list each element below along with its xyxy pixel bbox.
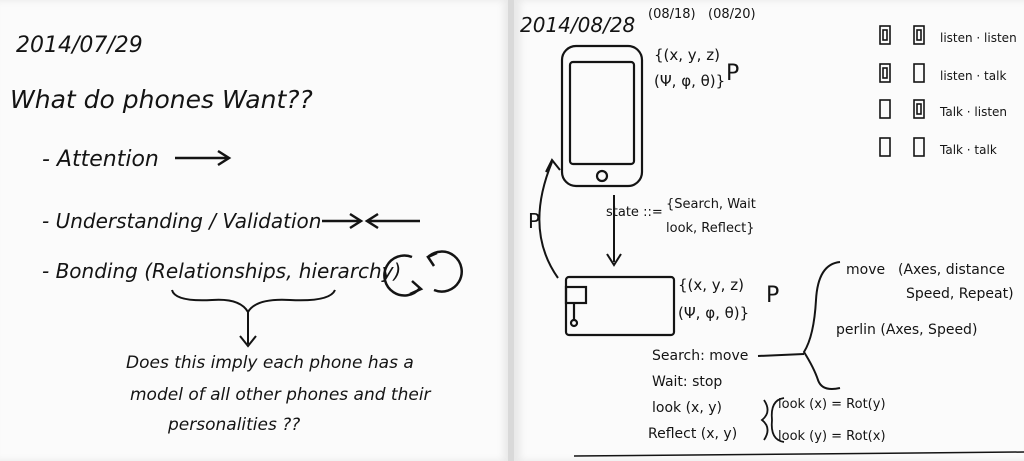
cycle-arrows-icon: [383, 250, 463, 297]
left-date: 2014/07/29: [16, 33, 143, 58]
question-line-3: personalities ??: [167, 415, 300, 435]
item-bonding: - Bonding (Relationships, hierarchy): [42, 259, 401, 283]
grid-label-2: listen · talk: [940, 69, 1006, 83]
state-label: state ::=: [606, 205, 663, 220]
question-line-2: model of all other phones and their: [130, 385, 432, 405]
question-line-1: Does this imply each phone has a: [126, 353, 414, 373]
page-bottom-line: [573, 451, 1024, 457]
state-values-line-1: {Search, Wait: [666, 197, 756, 212]
def-search: Search: move: [652, 348, 748, 364]
move-args-line-1: (Axes, distance: [898, 262, 1005, 278]
transition-symbol: P: [528, 209, 540, 233]
phone-flat-sketch: [564, 275, 676, 337]
underline-brace: [171, 289, 336, 348]
pose-top-orientation: (Ψ, φ, θ)}: [654, 72, 725, 90]
def-reflect: Reflect (x, y): [648, 426, 737, 442]
def-wait: Wait: stop: [652, 374, 722, 390]
def-look: look (x, y): [652, 400, 722, 416]
search-brace: [757, 261, 841, 390]
right-date: 2014/08/28: [520, 13, 635, 37]
state-values-line-2: look, Reflect}: [666, 221, 754, 236]
left-title: What do phones Want??: [10, 85, 313, 114]
phone-upright-sketch: [560, 44, 644, 188]
look-y-rule: look (y) = Rot(x): [778, 429, 886, 444]
item-attention: - Attention: [42, 147, 159, 172]
right-date-alt-2: (08/20): [708, 7, 756, 22]
arrow-right-icon: [175, 149, 232, 167]
left-notebook-page: 2014/07/29 What do phones Want?? - Atten…: [0, 0, 510, 461]
pose-bottom-orientation: (Ψ, φ, θ)}: [678, 304, 749, 322]
grid-label-4: Talk · talk: [939, 143, 997, 157]
right-date-alt-1: (08/18): [648, 7, 696, 22]
transition-arrows: [538, 158, 622, 279]
state-grid: [879, 25, 925, 157]
notebook-gutter: [508, 0, 516, 461]
right-page-drawing: 2014/08/28 (08/18) (08/20) {(x, y, z) (Ψ…: [520, 7, 1024, 457]
look-x-rule: look (x) = Rot(y): [778, 397, 886, 412]
pose-top-position: {(x, y, z): [654, 46, 720, 64]
grid-label-3: Talk · listen: [939, 105, 1007, 119]
move-args-line-2: Speed, Repeat): [906, 286, 1014, 302]
move-label: move: [846, 262, 885, 278]
item-understanding: - Understanding / Validation: [42, 209, 321, 233]
pose-bottom-position: {(x, y, z): [678, 276, 744, 294]
grid-label-1: listen · listen: [940, 31, 1017, 45]
look-brace: [760, 397, 785, 443]
right-notebook-page: 2014/08/28 (08/18) (08/20) {(x, y, z) (Ψ…: [514, 0, 1024, 461]
pose-top-symbol: P: [726, 61, 739, 86]
left-page-drawing: 2014/07/29 What do phones Want?? - Atten…: [10, 33, 463, 435]
perlin-definition: perlin (Axes, Speed): [836, 322, 977, 338]
converging-arrows-icon: [322, 212, 420, 230]
pose-bottom-symbol: P: [766, 283, 779, 308]
